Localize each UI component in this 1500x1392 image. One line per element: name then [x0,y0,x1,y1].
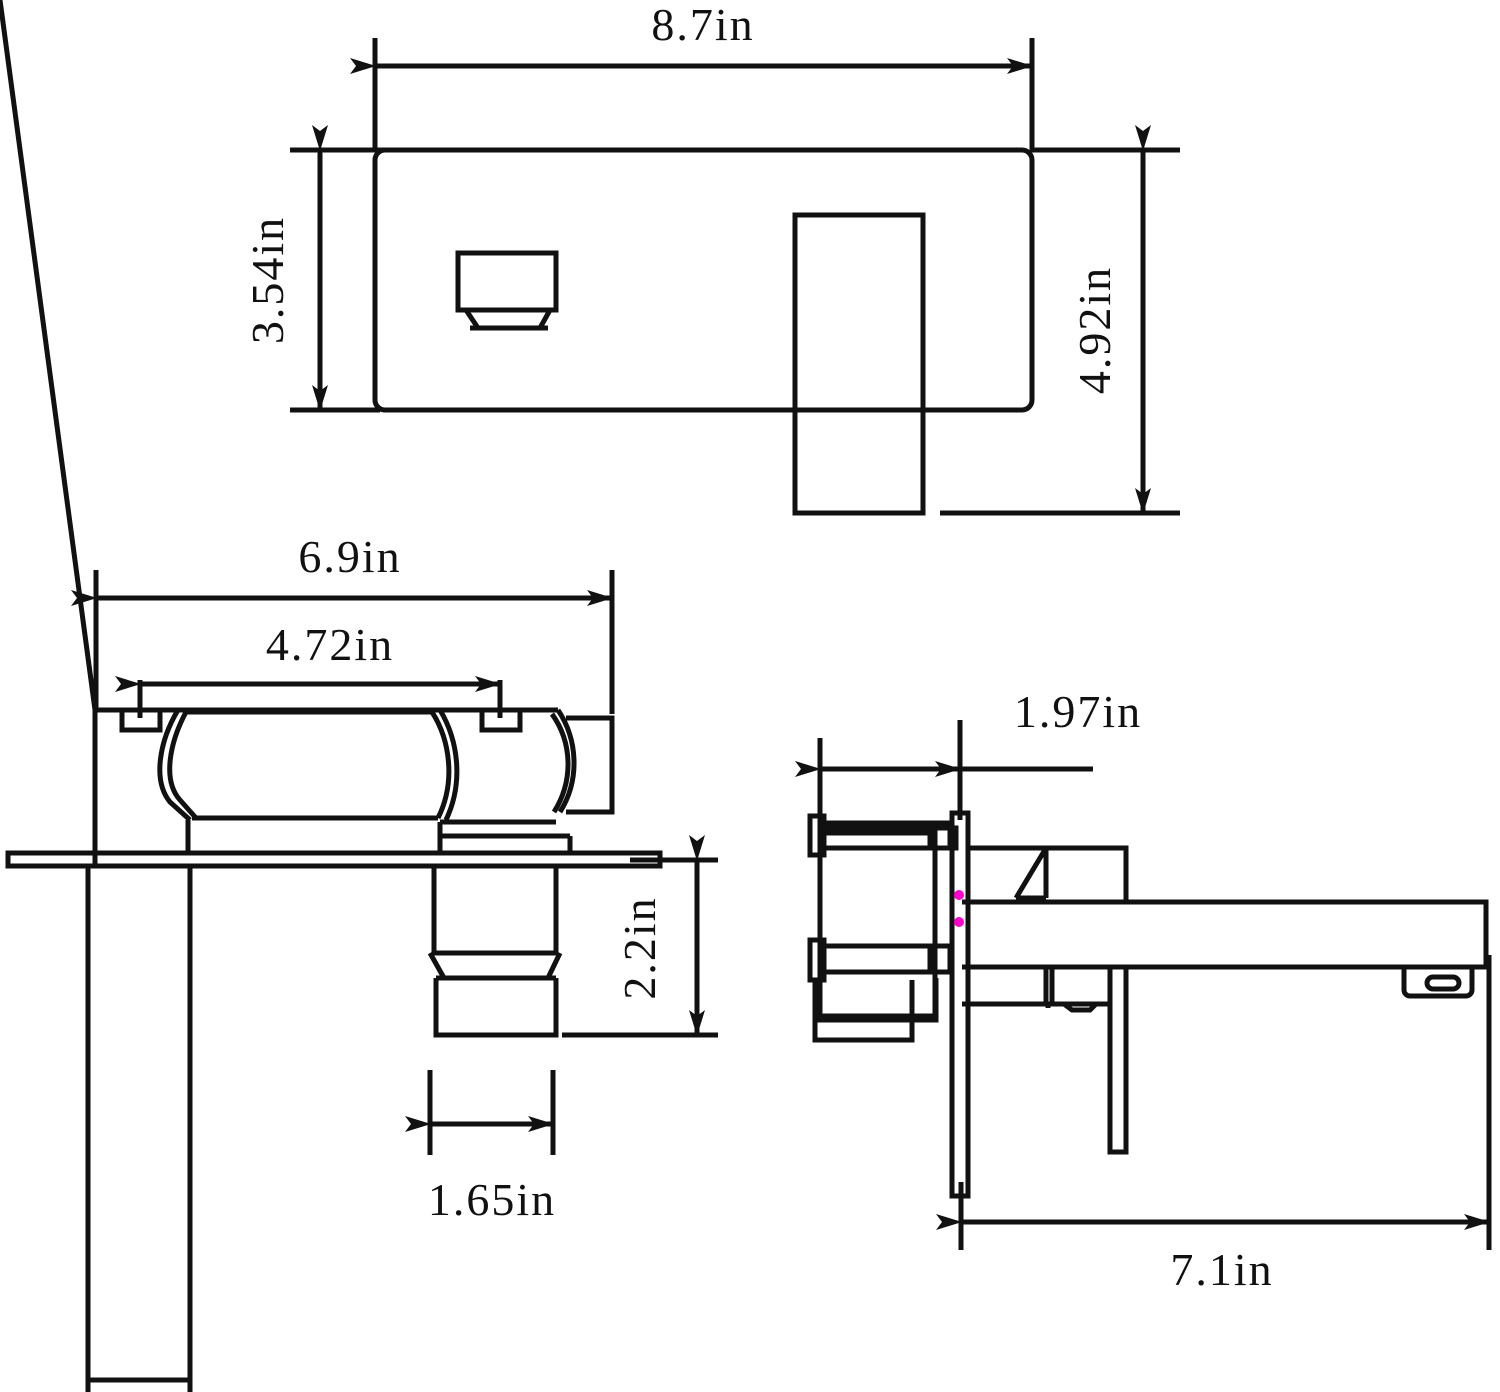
side-inlet-lower-cap [807,937,827,983]
dimension-1-65in [405,1070,556,1155]
dimension-label-1-65in: 1.65in [428,1174,556,1225]
front-aerator-taper [463,308,553,331]
section-stem-lower [433,978,559,1038]
front-lever-handle [792,212,926,516]
side-lever-arm-dimple [1062,1002,1098,1013]
section-stem-taper [427,951,563,981]
section-body-right-curve [555,708,577,814]
section-body-top [0,0,98,711]
dimension-4-72in [115,676,503,718]
top-section-view-group [0,0,663,1392]
dimension-label-3-54in: 3.54in [242,216,293,344]
section-body-right-curve2 [549,712,571,814]
section-barrel-right-curve2 [437,708,460,822]
side-aerator-slot [1424,974,1462,992]
dimension-label-4-72in: 4.72in [266,619,394,670]
section-end-cap [566,715,615,815]
section-wall-plate [5,850,663,869]
side-handle-chamfer [1013,846,1049,900]
section-barrel-right-curve [429,710,452,820]
dimension-7-1in [936,1182,1492,1250]
dimension-label-7-1in: 7.1in [1170,1244,1273,1295]
dimension-label-2-2in: 2.2in [614,896,665,999]
section-barrel-left-curve-inner [167,710,198,820]
dimension-label-8-7in: 8.7in [651,0,754,50]
side-valve-body [817,830,938,1019]
dimension-label-1-97in: 1.97in [1014,686,1142,737]
dimension-1-97in [795,720,1093,830]
section-stem-upper [431,866,559,956]
side-spout-tip [1401,967,1475,999]
side-view-group [807,810,1492,1199]
side-lower-shelf [962,1001,1051,1008]
front-plate-outline [372,147,1035,413]
side-shank-block [817,978,939,1023]
side-wall-plate [949,810,971,1199]
dimension-6-9in [71,570,615,714]
side-spout-body [962,899,1489,970]
side-lever-arm [1107,967,1129,1155]
section-barrel-left-curve [157,708,192,822]
dimension-label-4-92in: 4.92in [1069,266,1120,394]
dimension-4-92in [940,125,1180,516]
dimension-8-7in [350,38,1035,152]
dimension-label-6-9in: 6.9in [298,531,401,582]
front-view-group [372,147,1035,516]
magenta-reference-marker [954,890,964,927]
section-mount-tab-right [479,710,523,733]
side-shank-block-2 [812,980,915,1043]
dimension-2-2in [562,835,718,1038]
side-inlet-upper [817,820,959,851]
front-spout-outlet [455,250,559,313]
dimension-3-54in [290,125,380,413]
section-mount-tab-left [119,710,163,733]
